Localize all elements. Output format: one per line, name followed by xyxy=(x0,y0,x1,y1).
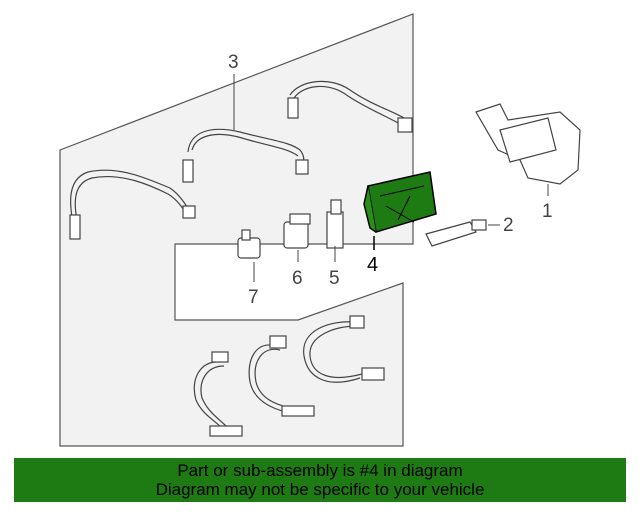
sensor-part-6 xyxy=(283,213,311,249)
banner-line-1: Part or sub-assembly is #4 in diagram xyxy=(177,461,463,480)
sensor-part-7 xyxy=(237,229,261,259)
callout-2: 2 xyxy=(503,215,514,236)
spark-plug-wire-set xyxy=(69,80,413,240)
sensor-part-5 xyxy=(326,199,344,249)
spark-plug-part-2 xyxy=(425,219,487,247)
oxygen-sensor-set xyxy=(193,315,385,437)
callout-3: 3 xyxy=(228,52,239,73)
control-module-part-4 xyxy=(363,171,437,233)
callout-4: 4 xyxy=(367,254,378,276)
bracket-assembly-part-1 xyxy=(475,103,581,185)
callout-5: 5 xyxy=(329,268,340,289)
callout-7: 7 xyxy=(248,287,259,308)
info-banner: Part or sub-assembly is #4 in diagram Di… xyxy=(14,458,626,502)
parts-group-panel xyxy=(59,13,414,447)
callout-6: 6 xyxy=(292,268,303,289)
callout-1: 1 xyxy=(542,201,553,222)
banner-line-2: Diagram may not be specific to your vehi… xyxy=(155,480,485,499)
